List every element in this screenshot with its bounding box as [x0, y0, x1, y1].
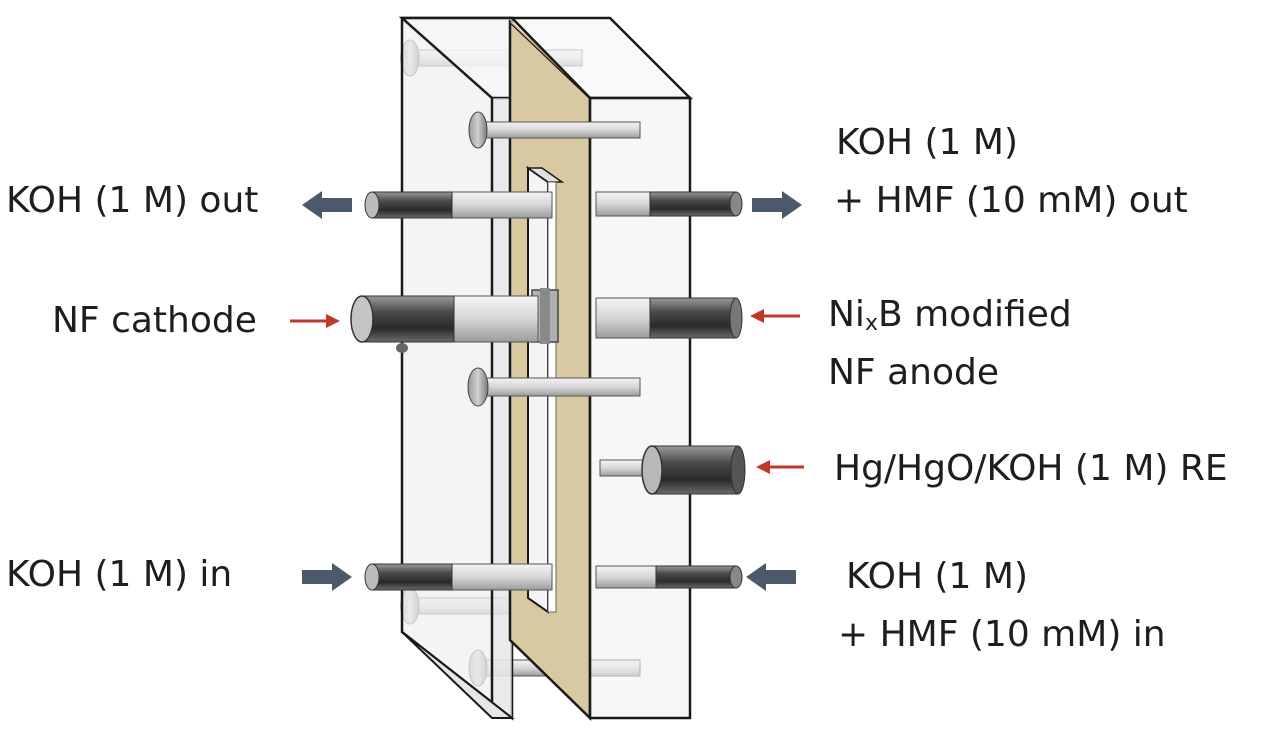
label-anode-line2: NF anode: [828, 352, 999, 393]
flow-arrow-right-in: [746, 563, 796, 591]
anode-label-suffix: B modified: [877, 294, 1072, 335]
label-right-outlet-line1: KOH (1 M): [836, 122, 1018, 163]
left-inlet-tube: [364, 563, 553, 591]
cathode-rod: [350, 295, 539, 353]
label-left-inlet: KOH (1 M) in: [6, 554, 233, 595]
bolt-upper-middle: [468, 111, 641, 149]
flow-arrow-left-out: [302, 191, 352, 219]
label-left-outlet: KOH (1 M) out: [6, 180, 259, 221]
right-outlet-tube: [595, 191, 743, 217]
pointer-arrow-cathode: [290, 314, 340, 328]
left-outlet-tube: [364, 191, 553, 219]
anode-label-subscript: x: [864, 311, 878, 336]
label-anode-line1: NixB modified: [828, 292, 1072, 338]
pointer-arrow-anode: [750, 309, 800, 323]
label-right-outlet-line2: + HMF (10 mM) out: [834, 180, 1188, 221]
pointer-arrow-reference: [756, 460, 804, 474]
anode-label-prefix: Ni: [828, 294, 865, 335]
right-inlet-tube: [595, 565, 743, 589]
label-right-inlet-line2: + HMF (10 mM) in: [838, 614, 1166, 655]
flow-arrow-left-in: [302, 563, 352, 591]
bolt-lower-middle: [467, 367, 641, 407]
reference-electrode: [599, 445, 746, 495]
label-right-inlet-line1: KOH (1 M): [846, 556, 1028, 597]
flow-arrow-right-out: [752, 191, 802, 219]
label-reference-electrode: Hg/HgO/KOH (1 M) RE: [834, 448, 1228, 489]
anode-rod: [595, 297, 743, 339]
label-cathode: NF cathode: [52, 300, 257, 341]
